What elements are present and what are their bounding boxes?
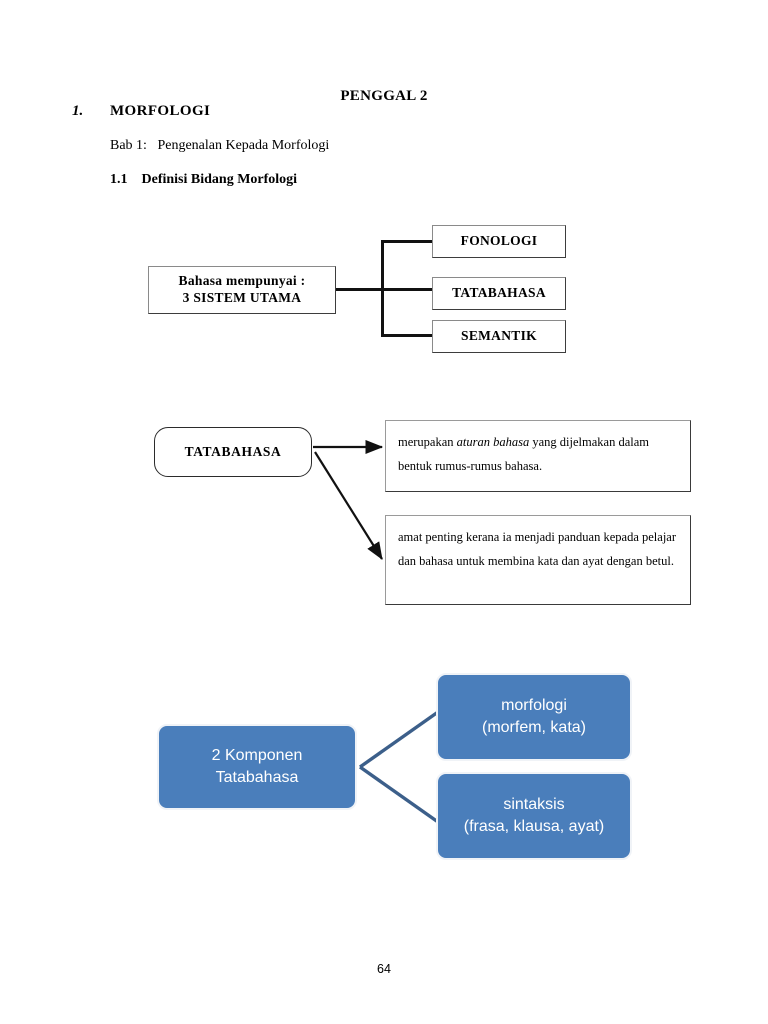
connector-branch-1 [381,240,433,243]
section-title: MORFOLOGI [110,103,211,119]
connector-stem [336,288,384,291]
note-definition-part1: merupakan [398,435,457,449]
smartart-node-morfologi: morfologi (morfem, kata) [436,673,632,761]
smartart-root-line-2: Tatabahasa [215,769,299,786]
root-line-1: Bahasa mempunyai : [178,273,306,289]
smartart-node-root: 2 Komponen Tatabahasa [157,724,357,810]
smartart-morfologi-line-1: morfologi [501,697,567,715]
smartart-node-sintaksis: sintaksis (frasa, klausa, ayat) [436,772,632,860]
connector-branch-3 [381,334,433,337]
connector-branch-2 [381,288,433,291]
note-definition-part2: yang dijelmakan dalam bentuk rumus-rumus… [398,435,649,474]
smartart-sintaksis-line-2: (frasa, klausa, ayat) [463,818,605,835]
smartart-sintaksis-line-1: sintaksis [503,796,565,814]
smartart-root-line-1: 2 Komponen [211,747,303,765]
subsection-heading: 1.1 Definisi Bidang Morfologi [110,172,298,187]
chapter-line: Bab 1: Pengenalan Kepada Morfologi [110,138,330,153]
diagram-node-root-bahasa: Bahasa mempunyai : 3 SISTEM UTAMA [148,266,336,314]
note-definition-emphasis: aturan bahasa [456,435,530,449]
note-box-importance: amat penting kerana ia menjadi panduan k… [385,515,691,605]
diagram-node-tatabahasa: TATABAHASA [432,277,566,310]
diagram-node-fonologi: FONOLOGI [432,225,566,258]
section-number: 1. [72,103,84,119]
smartart-morfologi-line-2: (morfem, kata) [481,719,586,736]
diagram-node-semantik: SEMANTIK [432,320,566,353]
page-number: 64 [377,962,391,976]
note-box-definition: merupakan aturan bahasa yang dijelmakan … [385,420,691,492]
page-title: PENGGAL 2 [340,88,428,104]
root-line-2: 3 SISTEM UTAMA [182,290,302,305]
diagram-node-tatabahasa-source: TATABAHASA [154,427,312,477]
